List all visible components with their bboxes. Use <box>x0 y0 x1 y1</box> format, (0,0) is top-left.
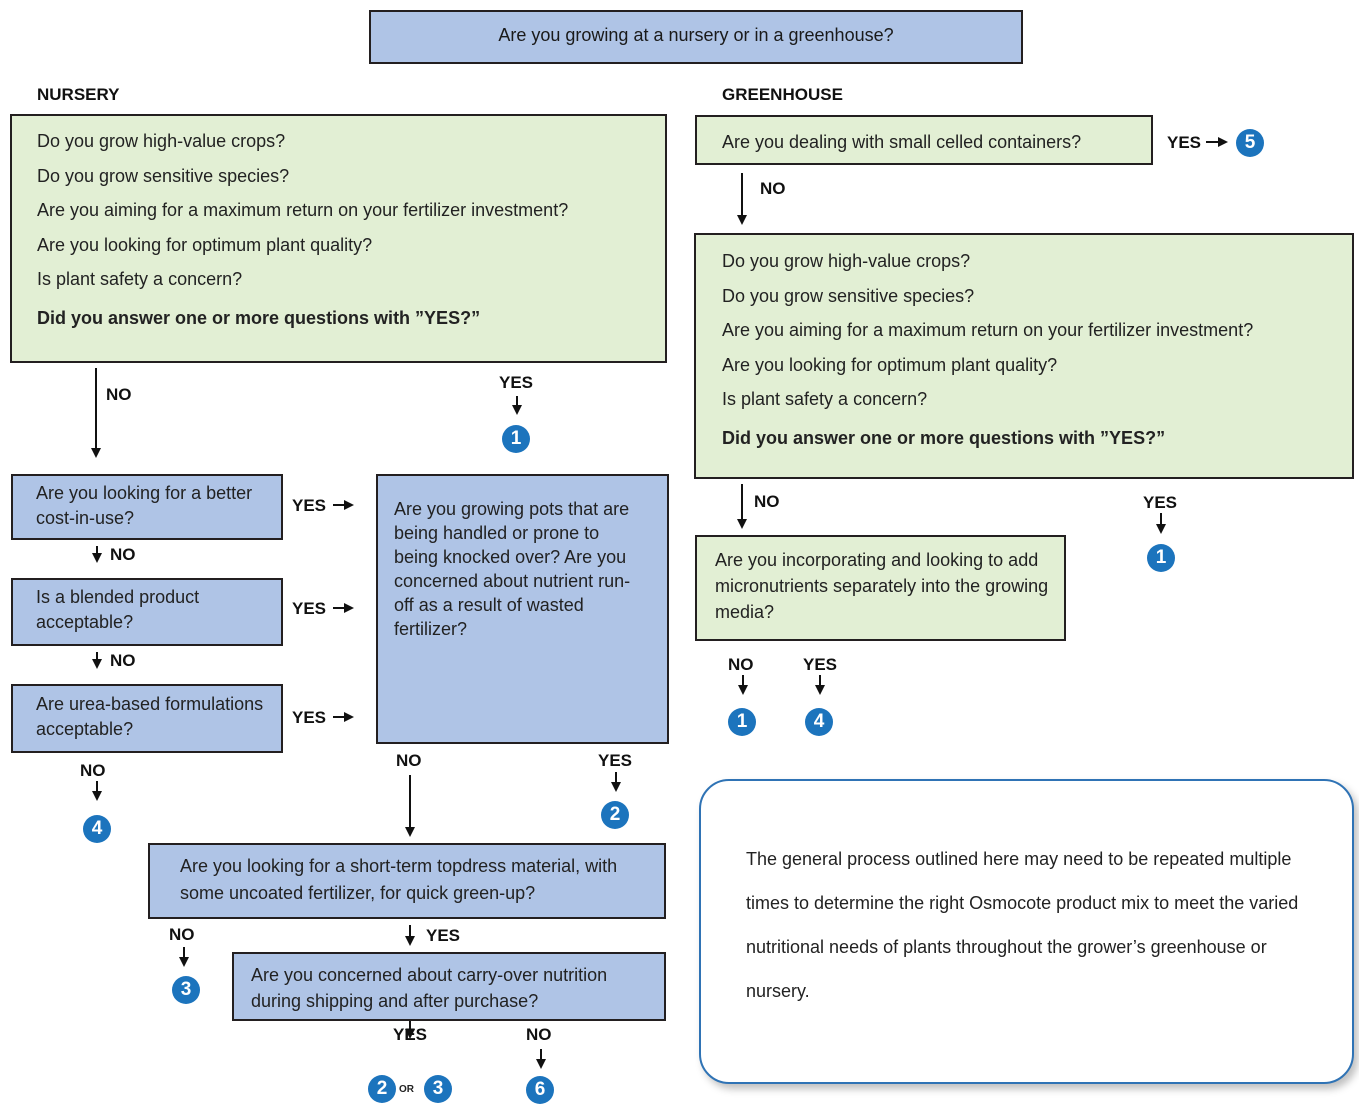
greenhouse-criteria-no-label: NO <box>754 492 780 511</box>
nursery-criteria-q2: Do you grow sensitive species? <box>37 165 290 186</box>
blended-yes-label: YES <box>292 599 327 618</box>
outcome-4-circle: 4 <box>83 815 111 843</box>
topdress-box: Are you looking for a short-term topdres… <box>148 843 666 919</box>
nursery-heading: NURSERY <box>37 85 120 104</box>
greenhouse-criteria-q3: Are you aiming for a maximum return on y… <box>722 320 1254 340</box>
cost-in-use-box: Are you looking for a better cost-in-use… <box>11 474 283 540</box>
process-note-text: The general process outlined here may ne… <box>746 849 1299 1001</box>
topdress-no-label: NO <box>169 925 195 944</box>
nursery-criteria-q1: Do you grow high-value crops? <box>37 131 286 151</box>
greenhouse-criteria-q1: Do you grow high-value crops? <box>722 251 971 271</box>
or-label: OR <box>399 1084 414 1095</box>
cost-in-use-text: Are you looking for a better cost-in-use… <box>36 483 253 529</box>
topdress-text: Are you looking for a short-term topdres… <box>180 856 618 903</box>
small-cells-no-label: NO <box>760 179 786 198</box>
nursery-criteria-q4: Are you looking for optimum plant qualit… <box>37 234 373 255</box>
outcome-2-circle-carryover: 2 <box>368 1075 396 1103</box>
micronutrients-yes-label: YES <box>803 655 838 674</box>
process-note-panel: The general process outlined here may ne… <box>699 779 1354 1084</box>
nursery-criteria-q3: Are you aiming for a maximum return on y… <box>37 200 569 220</box>
blended-box: Is a blended product acceptable? <box>11 578 283 646</box>
pots-box: Are you growing pots that are being hand… <box>376 474 669 744</box>
cost-in-use-no-label: NO <box>110 545 136 564</box>
nursery-criteria-box: Do you grow high-value crops? Do you gro… <box>10 114 667 363</box>
pots-text: Are you growing pots that are being hand… <box>394 499 631 639</box>
outcome-1-circle-greenhouse: 1 <box>1147 544 1175 572</box>
small-cells-yes-label: YES <box>1167 133 1202 152</box>
urea-no-label: NO <box>80 761 106 780</box>
urea-box: Are urea-based formulations acceptable? <box>11 684 283 753</box>
greenhouse-criteria-yes-label: YES <box>1143 493 1178 512</box>
outcome-1-circle: 1 <box>502 425 530 453</box>
pots-no-label: NO <box>396 751 422 770</box>
greenhouse-criteria-box: Do you grow high-value crops? Do you gro… <box>694 233 1354 479</box>
greenhouse-heading: GREENHOUSE <box>722 85 843 104</box>
blended-text: Is a blended product acceptable? <box>36 587 200 633</box>
top-question-text: Are you growing at a nursery or in a gre… <box>498 25 894 45</box>
outcome-3-circle: 3 <box>172 976 200 1004</box>
carryover-yes-label: YES <box>393 1025 428 1044</box>
top-question-box: Are you growing at a nursery or in a gre… <box>369 10 1023 64</box>
small-cells-box: Are you dealing with small celled contai… <box>695 115 1153 165</box>
urea-yes-label: YES <box>292 708 327 727</box>
nursery-criteria-q5: Is plant safety a concern? <box>37 269 243 289</box>
blended-no-label: NO <box>110 651 136 670</box>
greenhouse-criteria-summary: Did you answer one or more questions wit… <box>722 427 1166 448</box>
small-cells-text: Are you dealing with small celled contai… <box>722 132 1082 152</box>
carryover-text: Are you concerned about carry-over nutri… <box>251 965 608 1011</box>
nursery-criteria-no-label: NO <box>106 385 132 404</box>
pots-yes-label: YES <box>598 751 633 770</box>
greenhouse-criteria-q4: Are you looking for optimum plant qualit… <box>722 354 1058 375</box>
outcome-5-circle: 5 <box>1236 129 1264 157</box>
outcome-3-circle-carryover: 3 <box>424 1075 452 1103</box>
greenhouse-criteria-q2: Do you grow sensitive species? <box>722 285 975 306</box>
carryover-no-label: NO <box>526 1025 552 1044</box>
carryover-box: Are you concerned about carry-over nutri… <box>232 952 666 1021</box>
outcome-1-circle-micronutrients: 1 <box>728 708 756 736</box>
micronutrients-no-label: NO <box>728 655 754 674</box>
cost-in-use-yes-label: YES <box>292 496 327 515</box>
micronutrients-box: Are you incorporating and looking to add… <box>695 535 1066 641</box>
nursery-criteria-summary: Did you answer one or more questions wit… <box>37 307 481 328</box>
topdress-yes-label: YES <box>426 926 461 945</box>
greenhouse-criteria-q5: Is plant safety a concern? <box>722 389 928 409</box>
micronutrients-text: Are you incorporating and looking to add… <box>715 550 1049 622</box>
outcome-6-circle: 6 <box>526 1076 554 1104</box>
outcome-2-circle: 2 <box>601 801 629 829</box>
urea-text: Are urea-based formulations acceptable? <box>36 694 264 740</box>
nursery-criteria-yes-label: YES <box>499 373 534 392</box>
outcome-4-circle-micronutrients: 4 <box>805 708 833 736</box>
